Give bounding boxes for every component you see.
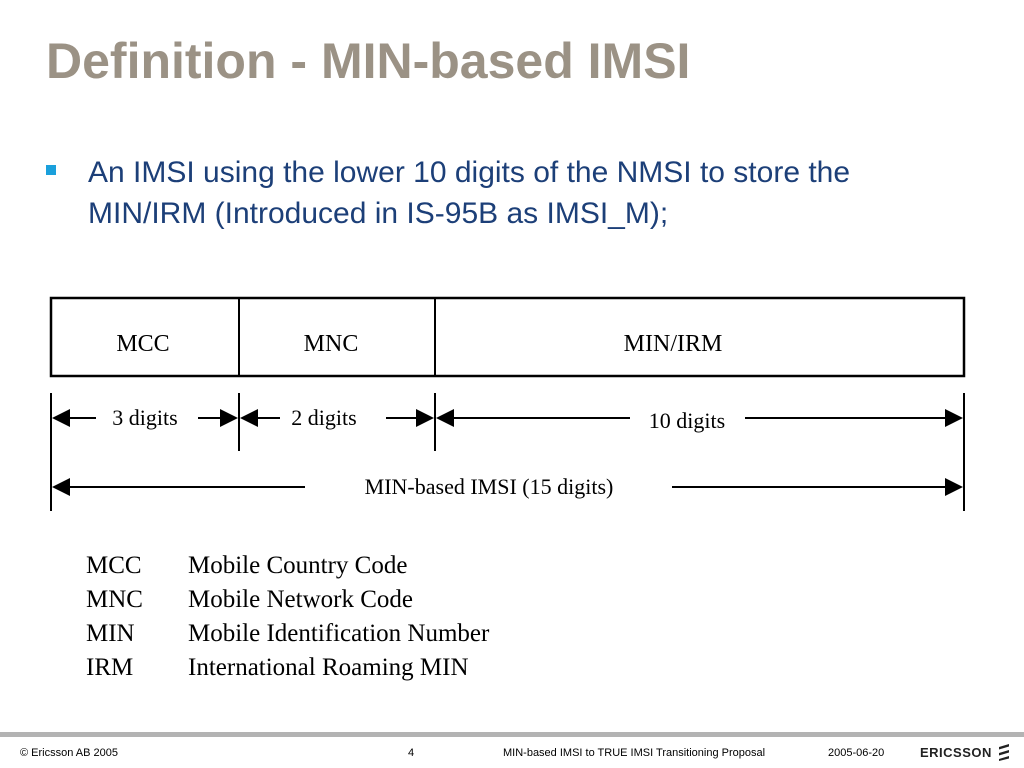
imsi-field-box <box>49 296 966 378</box>
total-length-label: MIN-based IMSI (15 digits) <box>365 474 614 499</box>
definition-abbr: MNC <box>86 586 143 613</box>
definition-row: MNC Mobile Network Code <box>86 583 489 617</box>
definition-abbr: IRM <box>86 654 134 681</box>
mcc-length-arrow <box>52 409 238 427</box>
total-length-arrow <box>52 478 963 496</box>
field-mnc-label: MNC <box>304 331 359 357</box>
bullet-text: An IMSI using the lower 10 digits of the… <box>88 156 851 230</box>
footer-copyright: © Ericsson AB 2005 <box>20 747 118 759</box>
min-length-label: 10 digits <box>649 408 725 433</box>
imsi-structure-diagram: MCC MNC MIN/IRM 3 digits 2 digits 10 dig… <box>49 296 966 511</box>
mnc-length-label: 2 digits <box>291 405 356 430</box>
bullet-item: An IMSI using the lower 10 digits of the… <box>46 152 946 234</box>
square-bullet-icon <box>46 165 56 175</box>
definition-meaning: Mobile Identification Number <box>188 620 490 647</box>
definition-meaning: Mobile Network Code <box>188 586 413 613</box>
footer-date: 2005-06-20 <box>828 747 885 759</box>
definition-row: MCC Mobile Country Code <box>86 549 489 583</box>
footer-divider <box>0 732 1024 737</box>
field-mcc-label: MCC <box>116 331 169 357</box>
definition-meaning: Mobile Country Code <box>188 552 408 579</box>
slide-title: Definition - MIN-based IMSI <box>46 33 691 89</box>
logo-text: ERICSSON <box>920 744 992 760</box>
mcc-length-label: 3 digits <box>112 405 177 430</box>
definition-row: MIN Mobile Identification Number <box>86 617 489 651</box>
mnc-length-arrow <box>240 409 434 427</box>
definition-abbr: MCC <box>86 552 142 579</box>
definition-abbr: MIN <box>86 620 135 647</box>
field-min-irm-label: MIN/IRM <box>624 331 723 357</box>
definitions-list: MCC Mobile Country Code MNC Mobile Netwo… <box>86 549 489 685</box>
definition-meaning: International Roaming MIN <box>188 654 469 681</box>
footer-page-number: 4 <box>408 747 415 759</box>
footer-document-title: MIN-based IMSI to TRUE IMSI Transitionin… <box>503 747 766 759</box>
definition-row: IRM International Roaming MIN <box>86 651 489 685</box>
ericsson-logo: ERICSSON <box>920 743 1011 761</box>
ericsson-stripes-icon <box>998 744 1009 761</box>
min-length-arrow <box>436 409 963 427</box>
